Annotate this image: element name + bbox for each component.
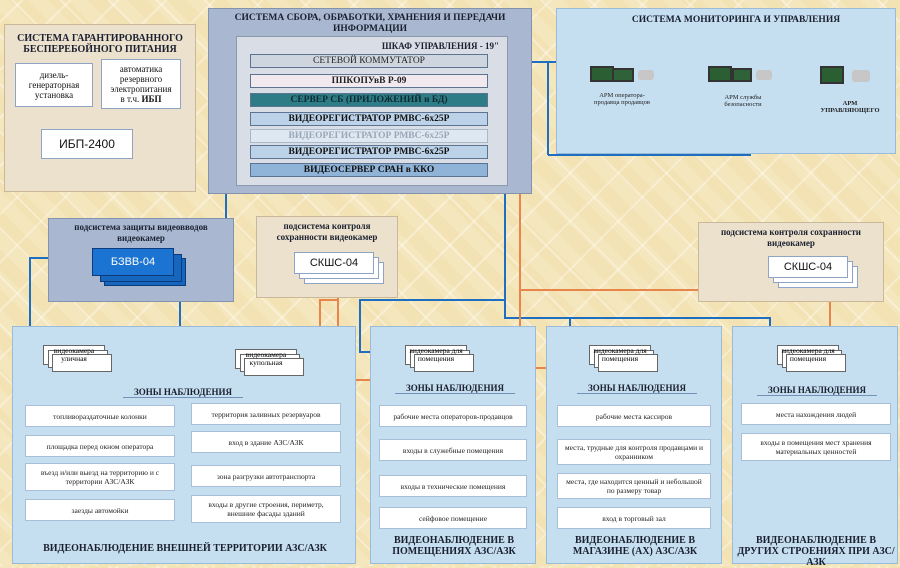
video-recorder-1: ВИДЕОРЕГИСТРАТОР РМВС-6х25Р: [250, 112, 488, 126]
ups-model-label: ИБП-2400: [59, 137, 115, 151]
other-footer: ВИДЕОНАБЛЮДЕНИЕ В ДРУГИХ СТРОЕНИЯХ ПРИ А…: [737, 535, 895, 568]
zone-item: вход в торговый зал: [557, 507, 711, 529]
outdoor-zones-title: ЗОНЫ НАБЛЮДЕНИЯ: [123, 387, 243, 398]
camera-other: видеокамера для помещения: [777, 345, 846, 372]
power-automatics-ups-label: в т.ч. ИБП: [121, 94, 162, 104]
skshs-device-label: СКШС-04: [309, 257, 359, 269]
zone-item: въезд и/или выезд на территорию и с терр…: [25, 463, 175, 491]
security-server: СЕРВЕР СБ (ПРИЛОЖЕНИЙ и БД): [250, 93, 488, 107]
diesel-generator-box: дизель-генераторная установка: [15, 63, 93, 107]
monitor-icon: [732, 68, 752, 82]
ups-system-panel: СИСТЕМА ГАРАНТИРОВАННОГО БЕСПЕРЕБОЙНОГО …: [4, 24, 196, 192]
zone-item: зона разгрузки автотранспорта: [191, 465, 341, 487]
video-recorder-ghost: ВИДЕОРЕГИСТРАТОР РМВС-6х25Р: [250, 129, 488, 143]
arm-manager: АРМ УПРАВЛЯЮЩЕГО: [812, 62, 892, 118]
video-recorder-2: ВИДЕОРЕГИСТРАТОР РМВС-6х25Р: [250, 145, 488, 159]
skshs-device: СКШС-04: [294, 252, 374, 274]
ups-bold: ИБП: [141, 94, 162, 104]
zone-item: рабочие места операторов-продавцов: [379, 405, 527, 427]
monitor-icon: [708, 66, 732, 82]
zone-item: входы в помещения мест хранения материал…: [741, 433, 891, 461]
camera-dome: видеокамера купольная: [235, 349, 304, 376]
arm-operator-label: АРМ оператора-продавца продавцов: [594, 92, 650, 106]
monitoring-system-title: СИСТЕМА МОНИТОРИНГА И УПРАВЛЕНИЯ: [631, 15, 841, 25]
indoor-footer: ВИДЕОНАБЛЮДЕНИЕ В ПОМЕЩЕНИЯХ АЗС/АЗК: [392, 535, 516, 557]
shop-zones-title: ЗОНЫ НАБЛЮДЕНИЯ: [577, 383, 697, 394]
camera-shop-label: видеокамера для помещения: [593, 346, 647, 363]
arm-manager-label: АРМ УПРАВЛЯЮЩЕГО: [820, 100, 880, 114]
zone-item: сейфовое помещение: [379, 507, 527, 529]
outdoor-footer: ВИДЕОНАБЛЮДЕНИЕ ВНЕШНЕЙ ТЕРРИТОРИИ АЗС/А…: [43, 543, 327, 554]
zone-item: места, трудные для контроля продавцами и…: [557, 439, 711, 465]
shop-panel: видеокамера для помещения ЗОНЫ НАБЛЮДЕНИ…: [546, 326, 722, 564]
zone-item: входы в служебные помещения: [379, 439, 527, 461]
phone-icon: [638, 70, 654, 80]
power-automatics-label: автоматика резервного электропитания: [110, 64, 172, 94]
zone-item: места нахождения людей: [741, 403, 891, 425]
arm-security: АРМ службы безопасности: [698, 62, 784, 112]
control-cabinet-title: ШКАФ УПРАВЛЕНИЯ - 19": [381, 41, 499, 51]
arm-security-label: АРМ службы безопасности: [724, 94, 762, 108]
zone-item: рабочие места кассиров: [557, 405, 711, 427]
camera-other-label: видеокамера для помещения: [781, 346, 835, 363]
indoor-zones-title: ЗОНЫ НАБЛЮДЕНИЯ: [395, 383, 515, 394]
protection-subsystem-panel: подсистема защиты видеовводов видеокамер: [48, 218, 234, 302]
ups-model-box: ИБП-2400: [41, 129, 133, 159]
camera-shop: видеокамера для помещения: [589, 345, 658, 372]
indoor-panel: видеокамера для помещения ЗОНЫ НАБЛЮДЕНИ…: [370, 326, 536, 564]
camera-street: видеокамера уличная: [43, 345, 112, 372]
shop-footer: ВИДЕОНАБЛЮДЕНИЕ В МАГАЗИНЕ (АХ) АЗС/АЗК: [572, 535, 698, 557]
camera-indoor: видеокамера для помещения: [405, 345, 474, 372]
integrity-subsystem-title-2: подсистема контроля сохранности видеокам…: [721, 227, 861, 248]
monitor-icon: [590, 66, 614, 82]
camera-street-label: видеокамера уличная: [53, 346, 95, 363]
zone-item: входы в другие строения, периметр, внешн…: [191, 495, 341, 523]
zone-item: места, где находится ценный и небольшой …: [557, 473, 711, 499]
integrity-subsystem-title: подсистема контроля сохранности видеокам…: [276, 221, 378, 242]
network-switch: СЕТЕВОЙ КОММУТАТОР: [250, 54, 488, 68]
ups-prefix: в т.ч.: [120, 94, 140, 104]
skshs-device-2: СКШС-04: [768, 256, 848, 278]
ppkop-device: ППКОПУвВ Р-09: [250, 74, 488, 88]
zone-item: входы в технические помещения: [379, 475, 527, 497]
zone-item: площадка перед окном оператора: [25, 435, 175, 457]
other-zones-title: ЗОНЫ НАБЛЮДЕНИЯ: [757, 385, 877, 396]
ups-system-title: СИСТЕМА ГАРАНТИРОВАННОГО БЕСПЕРЕБОЙНОГО …: [17, 33, 183, 55]
video-server: ВИДЕОСЕРВЕР СРАН в ККО: [250, 163, 488, 177]
zone-item: территория заливных резервуаров: [191, 403, 341, 425]
protection-subsystem-title: подсистема защиты видеовводов видеокамер: [74, 222, 208, 243]
zone-item: топливораздаточные колонки: [25, 405, 175, 427]
phone-icon: [852, 70, 870, 82]
phone-icon: [756, 70, 772, 80]
outdoor-panel: видеокамера уличная видеокамера купольна…: [12, 326, 356, 564]
processing-system-title: СИСТЕМА СБОРА, ОБРАБОТКИ, ХРАНЕНИЯ И ПЕР…: [234, 13, 506, 34]
skshs-device-2-label: СКШС-04: [783, 261, 833, 273]
bzvv-device: БЗВВ-04: [92, 248, 174, 276]
diesel-generator-label: дизель-генераторная установка: [28, 70, 80, 100]
zone-item: заезды автомойки: [25, 499, 175, 521]
monitor-icon: [612, 68, 634, 82]
monitor-icon: [820, 66, 844, 84]
power-automatics-box: автоматика резервного электропитания в т…: [101, 59, 181, 109]
other-panel: видеокамера для помещения ЗОНЫ НАБЛЮДЕНИ…: [732, 326, 898, 568]
arm-operator: АРМ оператора-продавца продавцов: [582, 62, 660, 112]
camera-indoor-label: видеокамера для помещения: [409, 346, 463, 363]
zone-item: вход в здание АЗС/АЗК: [191, 431, 341, 453]
camera-dome-label: видеокамера купольная: [245, 350, 287, 367]
